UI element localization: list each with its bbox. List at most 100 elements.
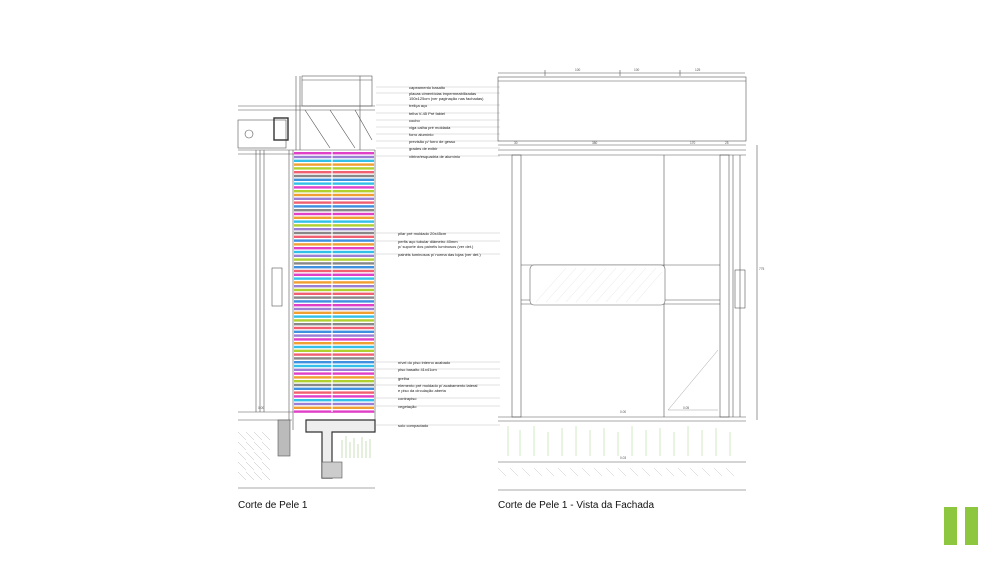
soil-hatch xyxy=(497,467,735,477)
panel-stripe xyxy=(294,285,374,288)
panel-stripe xyxy=(294,402,374,406)
panel-stripe xyxy=(294,174,374,178)
panel-stripe xyxy=(294,205,374,208)
panel-stripe xyxy=(294,159,374,162)
sign-panel xyxy=(529,264,666,306)
panel-stripe xyxy=(294,167,374,170)
panel-stripe xyxy=(294,326,374,330)
dim-top-3: 125 xyxy=(695,68,701,72)
callout-vitrine: vitrine/esquadria de alumínio xyxy=(409,154,461,159)
panel-stripe xyxy=(294,239,374,242)
panel-stripe xyxy=(294,399,374,402)
panel-stripe xyxy=(294,273,374,276)
parapet xyxy=(301,75,373,107)
panel-stripe xyxy=(294,243,374,246)
panel-stripe xyxy=(294,212,374,216)
callout-cocho: cocho xyxy=(409,118,420,123)
panel-stripe xyxy=(294,247,374,250)
callout-grelha: grelha xyxy=(398,376,410,381)
precast-foot xyxy=(321,461,343,479)
dim-height: 775 xyxy=(759,267,765,271)
panel-stripe xyxy=(294,277,374,280)
panel-stripe xyxy=(294,235,374,238)
dim-beam-3: 170 xyxy=(690,141,696,145)
dim-beam-2: 380 xyxy=(592,141,598,145)
panel-stripe xyxy=(294,292,374,295)
side-box xyxy=(734,269,746,309)
logo-bar-right xyxy=(965,507,978,545)
panel-stripe xyxy=(294,209,374,212)
luminous-panels xyxy=(294,152,374,413)
panel-stripe xyxy=(294,387,374,390)
panel-stripe xyxy=(294,155,374,159)
panel-stripe xyxy=(294,224,374,227)
callout-elemento-note: e piso da circulação aberta xyxy=(398,388,447,393)
panel-stripe xyxy=(294,323,374,326)
panel-stripe xyxy=(294,364,374,368)
panel-stripe xyxy=(294,182,374,185)
callout-capeamento: capeamento basalto xyxy=(409,85,446,90)
panel-stripe xyxy=(294,288,374,292)
callout-forro: forro alumínio xyxy=(409,132,434,137)
section-caption: Corte de Pele 1 xyxy=(238,500,308,511)
dim-top-1: 100 xyxy=(575,68,581,72)
sign-hatch xyxy=(535,267,663,303)
panel-stripe xyxy=(294,357,374,360)
panel-stripe xyxy=(294,193,374,197)
panel-stripe xyxy=(294,250,374,254)
callout-pilar: pilar pré moldado 20x45cm xyxy=(398,231,447,236)
callout-contrapiso: contrapiso xyxy=(398,396,417,401)
panel-stripe xyxy=(294,406,374,409)
panel-stripe xyxy=(294,311,374,314)
callout-paineis: painéis luminosos p/ norma das lojas (ve… xyxy=(398,252,481,257)
panel-stripe xyxy=(294,216,374,219)
panel-stripe xyxy=(294,201,374,204)
panel-stripe xyxy=(294,391,374,394)
panel-stripe xyxy=(294,171,374,174)
panel-stripe xyxy=(294,307,374,311)
panel-stripe xyxy=(294,342,374,345)
callout-solo: solo compactado xyxy=(398,423,429,428)
level-ground: 0.03 xyxy=(620,456,626,460)
panel-stripe xyxy=(294,372,374,375)
elevation-drawing xyxy=(497,70,758,491)
panel-stripe xyxy=(294,380,374,383)
panel-stripe xyxy=(294,262,374,265)
elevation-caption: Corte de Pele 1 - Vista da Fachada xyxy=(498,500,655,511)
slab-edge xyxy=(277,419,291,457)
dim-top-2: 100 xyxy=(634,68,640,72)
level-elevation-a: 0.00 xyxy=(620,410,626,414)
panel-stripe xyxy=(294,254,374,257)
panel-stripe xyxy=(294,269,374,273)
panel-stripe xyxy=(294,304,374,307)
callout-perfis-note: p/ suporte dos painéis luminosos (ver de… xyxy=(398,244,474,249)
callout-placas-note: 150x125cm (ver paginação nas fachadas) xyxy=(409,96,484,101)
panel-stripe xyxy=(294,258,374,261)
panel-stripe xyxy=(294,353,374,356)
panel-stripe xyxy=(294,376,374,379)
callouts: capeamento basalto placas cimentícias im… xyxy=(398,85,484,428)
callout-grades: grades de exibir xyxy=(409,146,438,151)
vegetation xyxy=(341,436,371,458)
door-swing xyxy=(667,349,719,411)
panel-stripe xyxy=(294,296,374,299)
panel-stripe xyxy=(294,395,374,398)
logo-bar-left xyxy=(944,507,957,545)
panel-stripe xyxy=(294,334,374,337)
panel-stripe xyxy=(294,197,374,200)
panel-stripe xyxy=(294,338,374,341)
panel-stripe xyxy=(294,300,374,303)
gutter-pipe xyxy=(244,129,254,139)
panel-stripe xyxy=(294,368,374,371)
panel-stripe xyxy=(294,178,374,181)
pillar-left xyxy=(511,154,522,418)
callout-trelica: treliça aço xyxy=(409,103,428,108)
panel-stripe xyxy=(294,281,374,284)
facade-parapet xyxy=(497,76,747,142)
dimension-labels: 100 100 125 30 380 170 25 775 0.00 0.05 … xyxy=(258,68,765,460)
callout-perfis: perfis aço tubular diâmetro 40mm xyxy=(398,239,458,244)
panel-stripe xyxy=(294,319,374,322)
callout-placas: placas cimentícias impermeabilizadas xyxy=(409,91,476,96)
panel-stripe xyxy=(294,228,374,231)
